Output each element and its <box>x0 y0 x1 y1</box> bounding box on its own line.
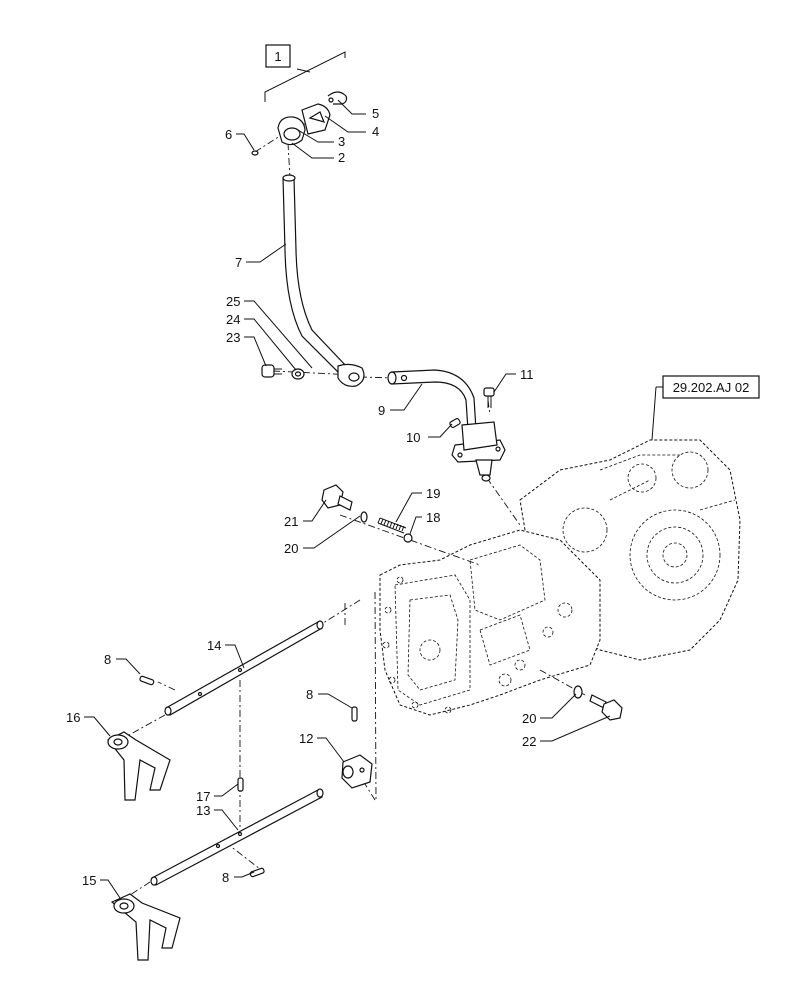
callout-20-lower: 20 <box>522 711 536 726</box>
callout-21: 21 <box>284 514 298 529</box>
washer-20-lower <box>573 685 583 699</box>
callout-14: 14 <box>207 638 221 653</box>
group-label: 1 <box>274 49 281 64</box>
lever-cap <box>277 103 331 146</box>
callout-3: 3 <box>338 134 345 149</box>
callout-9: 9 <box>378 403 385 418</box>
callout-11: 11 <box>520 367 534 382</box>
bolt-23 <box>261 364 282 378</box>
callout-17: 17 <box>196 789 210 804</box>
callout-19: 19 <box>426 486 440 501</box>
roll-pin-8-middle <box>351 706 358 722</box>
roll-pin-17 <box>237 777 244 792</box>
bolt-22 <box>589 694 623 721</box>
shift-rail-13 <box>150 788 324 886</box>
spring-pin-10 <box>449 418 461 428</box>
roll-pin-8-upper <box>139 675 155 686</box>
callout-2: 2 <box>338 150 345 165</box>
callout-8-upper: 8 <box>104 652 111 667</box>
callout-6: 6 <box>225 127 232 142</box>
bolt-21 <box>321 484 353 511</box>
washer-20-upper <box>360 511 368 523</box>
callout-15: 15 <box>82 873 96 888</box>
callout-numbers: 5 4 3 2 6 7 25 24 23 9 11 10 19 18 21 20… <box>66 106 536 888</box>
pin-6 <box>251 150 259 156</box>
callout-22: 22 <box>522 734 536 749</box>
shift-rail-14 <box>164 620 324 716</box>
callout-7: 7 <box>235 255 242 270</box>
callout-16: 16 <box>66 710 80 725</box>
callout-20-upper: 20 <box>284 541 298 556</box>
snap-ring <box>327 91 348 105</box>
callout-25: 25 <box>226 294 240 309</box>
washer-24 <box>291 368 305 380</box>
callout-10: 10 <box>406 430 420 445</box>
reference-box: 29.202.AJ 02 <box>651 375 760 441</box>
callout-13: 13 <box>196 803 210 818</box>
shift-housing <box>451 421 506 482</box>
callout-18: 18 <box>426 510 440 525</box>
reference-label: 29.202.AJ 02 <box>673 380 750 395</box>
callout-23: 23 <box>226 330 240 345</box>
roll-pin-8-lower <box>249 867 265 878</box>
spring-19 <box>377 517 407 534</box>
callout-4: 4 <box>372 124 379 139</box>
shift-fork-15 <box>110 893 181 961</box>
transmission-housing <box>379 439 741 716</box>
callout-8-middle: 8 <box>306 687 313 702</box>
lever-arm <box>387 369 477 431</box>
shift-lever <box>282 174 365 387</box>
selector-12 <box>341 754 373 789</box>
callout-24: 24 <box>226 312 240 327</box>
ball-18 <box>403 533 413 543</box>
group-bracket: 1 <box>264 44 346 102</box>
callout-5: 5 <box>372 106 379 121</box>
callout-12: 12 <box>299 731 313 746</box>
shift-fork-16 <box>107 731 171 801</box>
leader-lines <box>84 99 611 899</box>
callout-8-lower: 8 <box>222 870 229 885</box>
